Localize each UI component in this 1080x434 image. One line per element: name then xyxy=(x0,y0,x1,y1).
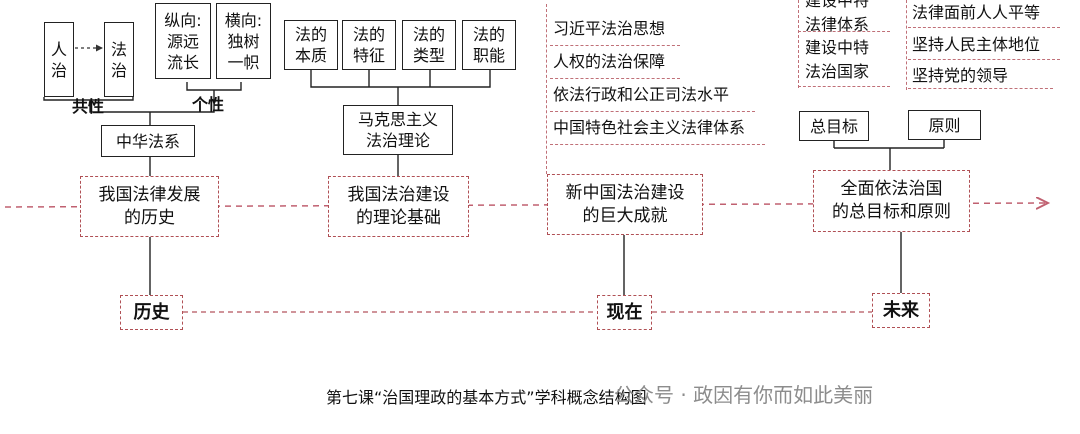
timeline-past: 历史 xyxy=(120,295,183,330)
divider xyxy=(550,144,765,145)
hengxiang-box: 横向: 独树 一帜 xyxy=(216,3,271,79)
marxism-theory-box: 马克思主义 法治理论 xyxy=(343,105,453,155)
diagram-caption: 第七课“治国理政的基本方式”学科概念结构图 xyxy=(326,388,647,407)
divider xyxy=(908,27,1060,28)
history-node: 我国法律发展 的历史 xyxy=(80,176,219,237)
divider xyxy=(798,31,890,32)
principle-item-1: 法律面前人人平等 xyxy=(912,3,1041,22)
zongxiang-box: 纵向: 源远 流长 xyxy=(155,3,211,79)
principle-box: 原则 xyxy=(908,110,981,140)
achievement-item-3: 依法行政和公正司法水平 xyxy=(553,85,730,104)
goal-item-1: 建设中特 法律体系 xyxy=(805,0,870,34)
achievement-dashed-border xyxy=(546,4,547,174)
overall-goal-box: 总目标 xyxy=(799,111,869,141)
zhonghua-faxi-box: 中华法系 xyxy=(101,125,195,157)
timeline-present: 现在 xyxy=(597,295,652,330)
gongxing-label: 共性 xyxy=(72,97,105,116)
principle-item-2: 坚持人民主体地位 xyxy=(912,35,1041,54)
future-node: 全面依法治国 的总目标和原则 xyxy=(813,170,970,232)
achievement-node: 新中国法治建设 的巨大成就 xyxy=(547,174,703,235)
goal-item-2: 建设中特 法治国家 xyxy=(805,38,870,81)
divider xyxy=(550,111,755,112)
divider xyxy=(798,86,890,87)
achievement-item-2: 人权的法治保障 xyxy=(553,52,666,71)
divider xyxy=(908,59,1060,60)
timeline-future: 未来 xyxy=(872,293,930,328)
gexing-label: 个性 xyxy=(192,95,225,114)
watermark-text: 公众号 · 政因有你而如此美丽 xyxy=(614,383,874,407)
divider xyxy=(908,88,1053,89)
achievement-item-4: 中国特色社会主义法律体系 xyxy=(553,118,746,137)
principle-item-3: 坚持党的领导 xyxy=(912,66,1009,85)
achievement-item-1: 习近平法治思想 xyxy=(553,19,666,38)
theory-node: 我国法治建设 的理论基础 xyxy=(328,176,469,237)
theory-item-4: 法的 职能 xyxy=(462,20,516,70)
theory-item-2: 法的 特征 xyxy=(342,20,396,70)
fazhi-box: 法 治 xyxy=(104,22,134,97)
principle-dashed-border xyxy=(906,0,907,90)
theory-item-1: 法的 本质 xyxy=(284,20,338,70)
divider xyxy=(550,78,680,79)
divider xyxy=(550,45,680,46)
renzhi-box: 人 治 xyxy=(44,22,74,97)
theory-item-3: 法的 类型 xyxy=(402,20,456,70)
goal-dashed-border xyxy=(798,0,799,88)
